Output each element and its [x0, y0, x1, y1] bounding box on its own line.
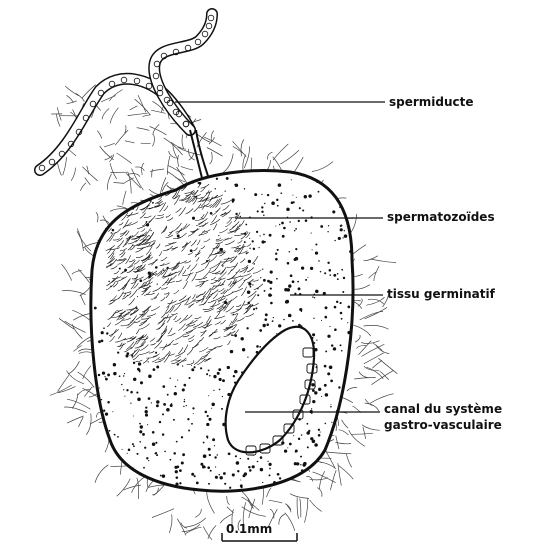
label-spermiducte: spermiducte: [389, 95, 474, 109]
scale-bar-label: 0.1mm: [226, 522, 272, 536]
label-canal-line1: canal du système: [384, 402, 502, 416]
label-spermatozoides: spermatozoïdes: [387, 210, 495, 224]
gonad-body: [91, 171, 356, 495]
label-tissu-germinatif: tissu germinatif: [387, 287, 495, 301]
label-canal-line2: gastro-vasculaire: [384, 418, 502, 432]
